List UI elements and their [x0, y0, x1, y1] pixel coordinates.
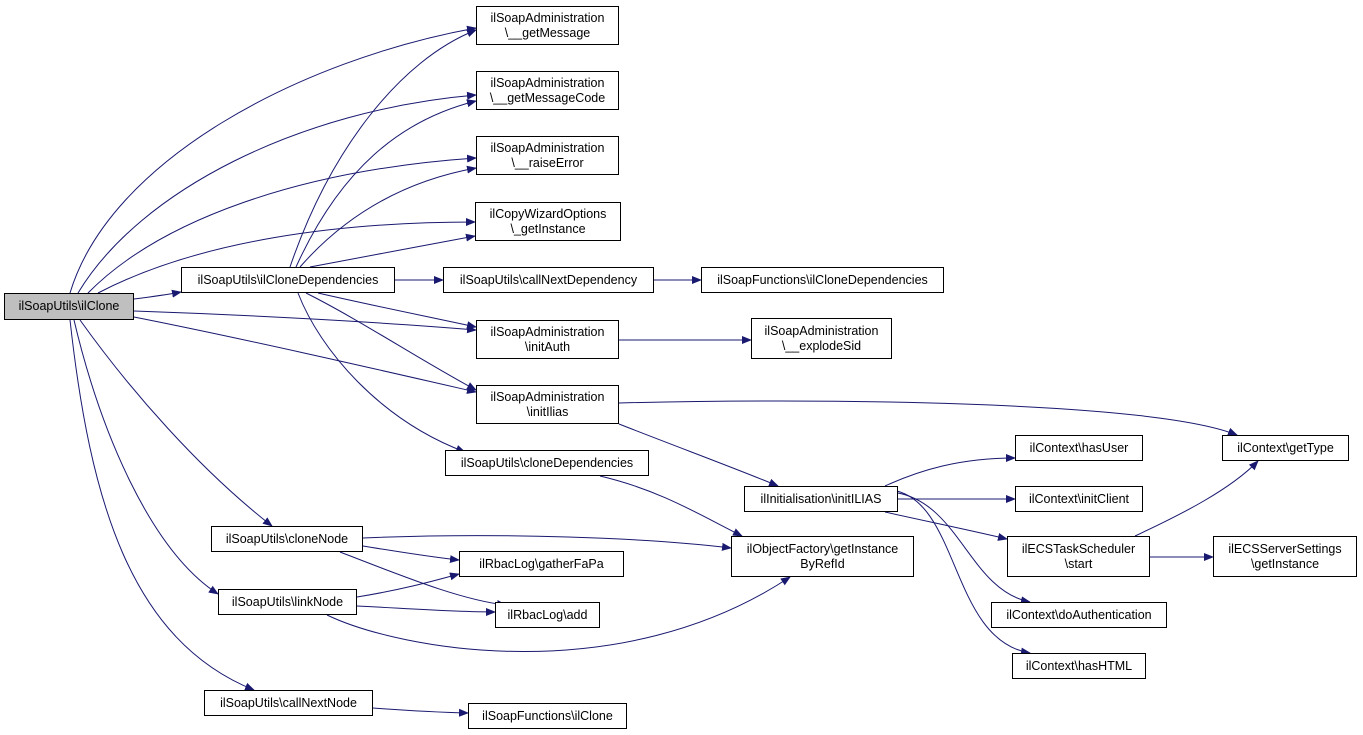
node-explodeSid[interactable]: ilSoapAdministration\__explodeSid: [751, 318, 892, 359]
edge-linkNode-to-rbacAdd: [356, 605, 496, 616]
node-label-line: \initAuth: [524, 339, 571, 354]
node-label-line: \__getMessage: [504, 25, 591, 40]
node-label-line: ilContext\getType: [1237, 440, 1334, 455]
node-initAuth[interactable]: ilSoapAdministration\initAuth: [476, 320, 619, 359]
node-label-line: ilSoapAdministration: [490, 75, 605, 90]
node-label-line: ilSoapUtils\callNextDependency: [459, 272, 638, 287]
edge-initILIAS-to-ecsTask: [884, 511, 1008, 541]
node-label-line: \__getMessageCode: [489, 90, 606, 105]
node-gatherFaPa[interactable]: ilRbacLog\gatherFaPa: [459, 551, 624, 577]
edge-ecsTask-to-getType: [1134, 460, 1259, 537]
edge-root-to-copyWizard: [97, 218, 476, 294]
edge-cloneDeps-to-raiseError: [299, 165, 477, 268]
node-rbacAdd[interactable]: ilRbacLog\add: [495, 602, 600, 628]
node-raiseError[interactable]: ilSoapAdministration\__raiseError: [476, 136, 619, 175]
node-label-line: \_getInstance: [510, 221, 586, 236]
edge-initILIAS-to-hasHTML: [891, 489, 1031, 656]
edge-root-to-callNextNode: [69, 319, 255, 691]
edge-root-to-getMessage: [69, 25, 477, 294]
node-cloneDeps[interactable]: ilSoapUtils\ilCloneDependencies: [181, 267, 395, 293]
node-funcClone[interactable]: ilSoapFunctions\ilClone: [468, 703, 627, 729]
node-label-line: ilContext\hasHTML: [1025, 658, 1133, 673]
node-hasHTML[interactable]: ilContext\hasHTML: [1012, 653, 1146, 679]
node-cloneNode[interactable]: ilSoapUtils\cloneNode: [211, 526, 363, 552]
node-linkNode[interactable]: ilSoapUtils\linkNode: [218, 589, 357, 615]
edge-initIlias-to-initILIAS: [618, 423, 779, 487]
edge-root-to-linkNode: [73, 319, 219, 595]
edge-cloneNode-to-objFactory: [362, 535, 732, 551]
node-label-line: ilECSTaskScheduler: [1021, 541, 1136, 556]
node-label-line: ByRefId: [800, 556, 845, 571]
edge-cloneDeps-to-initIlias: [305, 292, 477, 391]
node-copyWizard[interactable]: ilCopyWizardOptions\_getInstance: [475, 202, 621, 241]
node-label-line: ilSoapAdministration: [490, 389, 605, 404]
edge-linkNode-to-gatherFaPa: [356, 572, 460, 598]
edge-cloneDeps-to-copyWizard: [309, 233, 476, 268]
node-initIlias[interactable]: ilSoapAdministration\initIlias: [476, 385, 619, 424]
node-label-line: ilContext\doAuthentication: [1006, 607, 1152, 622]
node-funcCloneDeps[interactable]: ilSoapFunctions\ilCloneDependencies: [701, 267, 944, 293]
edge-cloneDeps-to-cloneDependencies: [297, 292, 466, 453]
node-label-line: ilSoapUtils\ilCloneDependencies: [197, 272, 379, 287]
node-label-line: \start: [1064, 556, 1093, 571]
edge-root-to-cloneDeps: [133, 289, 182, 300]
node-label-line: \initIlias: [526, 404, 569, 419]
edge-root-to-initIlias: [133, 316, 477, 394]
node-getMessage[interactable]: ilSoapAdministration\__getMessage: [476, 6, 619, 45]
node-label-line: ilSoapAdministration: [490, 10, 605, 25]
node-root[interactable]: ilSoapUtils\ilClone: [4, 293, 134, 320]
node-doAuth[interactable]: ilContext\doAuthentication: [991, 602, 1167, 628]
node-label-line: ilSoapUtils\cloneDependencies: [460, 455, 634, 470]
node-getMessageCode[interactable]: ilSoapAdministration\__getMessageCode: [476, 71, 619, 110]
node-cloneDependencies[interactable]: ilSoapUtils\cloneDependencies: [445, 450, 649, 476]
edge-root-to-raiseError: [87, 154, 477, 294]
node-label-line: ilObjectFactory\getInstance: [746, 541, 899, 556]
node-label-line: \getInstance: [1250, 556, 1320, 571]
node-hasUser[interactable]: ilContext\hasUser: [1015, 435, 1143, 461]
node-label-line: ilContext\hasUser: [1029, 440, 1129, 455]
node-label-line: \__raiseError: [511, 155, 584, 170]
edge-linkNode-to-objFactory: [326, 576, 791, 652]
edge-cloneDeps-to-getMessage: [289, 29, 477, 268]
node-label-line: ilSoapAdministration: [490, 140, 605, 155]
edge-root-to-initAuth: [133, 310, 477, 334]
edge-cloneDeps-to-initAuth: [317, 292, 477, 330]
node-label-line: ilSoapUtils\ilClone: [18, 299, 120, 313]
node-initILIAS[interactable]: ilInitialisation\initILIAS: [744, 486, 898, 512]
node-label-line: ilSoapFunctions\ilCloneDependencies: [717, 272, 928, 287]
edge-initIlias-to-getType: [618, 400, 1238, 436]
node-ecsServer[interactable]: ilECSServerSettings\getInstance: [1213, 536, 1357, 577]
node-label-line: ilContext\initClient: [1028, 491, 1130, 506]
edge-cloneNode-to-gatherFaPa: [362, 545, 460, 564]
node-label-line: ilRbacLog\add: [507, 607, 588, 622]
node-label-line: \__explodeSid: [781, 338, 862, 353]
node-label-line: ilSoapAdministration: [490, 324, 605, 339]
node-label-line: ilSoapUtils\linkNode: [231, 594, 344, 609]
node-callNextNode[interactable]: ilSoapUtils\callNextNode: [204, 690, 373, 716]
edge-initILIAS-to-doAuth: [897, 492, 1031, 605]
node-label-line: ilECSServerSettings: [1228, 541, 1342, 556]
node-label-line: ilSoapFunctions\ilClone: [482, 708, 613, 723]
node-label-line: ilInitialisation\initILIAS: [760, 491, 882, 506]
edge-initILIAS-to-hasUser: [884, 454, 1016, 487]
edge-root-to-getMessageCode: [77, 91, 477, 294]
node-getType[interactable]: ilContext\getType: [1222, 435, 1349, 461]
node-initClient[interactable]: ilContext\initClient: [1015, 486, 1143, 512]
node-label-line: ilSoapUtils\cloneNode: [225, 531, 349, 546]
node-label-line: ilRbacLog\gatherFaPa: [479, 556, 604, 571]
node-label-line: ilSoapAdministration: [764, 323, 879, 338]
node-label-line: ilSoapUtils\callNextNode: [220, 695, 357, 710]
node-label-line: ilCopyWizardOptions: [489, 206, 607, 221]
edge-cloneNode-to-rbacAdd: [339, 551, 507, 609]
edge-callNextNode-to-funcClone: [372, 707, 469, 717]
edge-cloneDependencies-to-objFactory: [599, 475, 743, 537]
edge-cloneDeps-to-getMessageCode: [295, 99, 477, 268]
edge-root-to-cloneNode: [79, 319, 273, 527]
node-ecsTask[interactable]: ilECSTaskScheduler\start: [1007, 536, 1150, 577]
node-callNextDep[interactable]: ilSoapUtils\callNextDependency: [443, 267, 654, 293]
